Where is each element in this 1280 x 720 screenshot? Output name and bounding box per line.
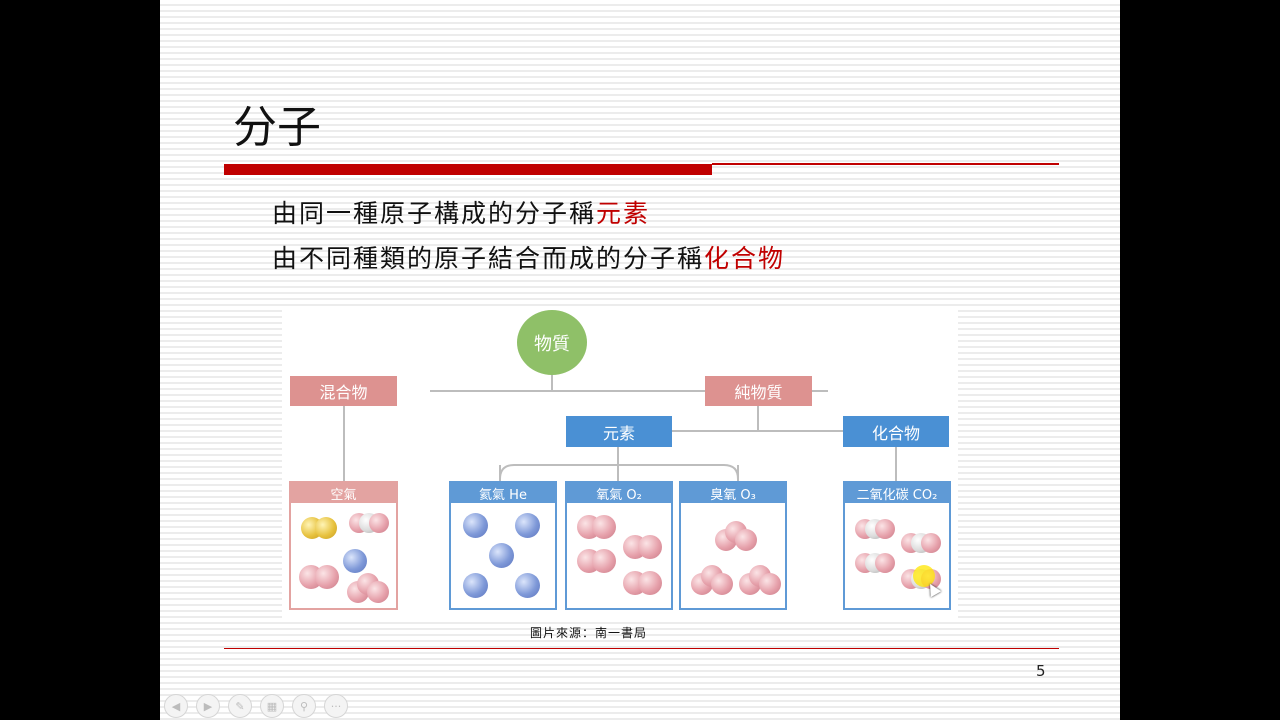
n2-molecule (315, 517, 337, 539)
helium-label: 氦氣 He (451, 483, 555, 503)
co2-label: 二氧化碳 CO₂ (845, 483, 949, 503)
definition-text: 由不同種類的原子結合而成的分子稱 (272, 244, 705, 273)
slide-title: 分子 (233, 102, 321, 153)
previous-icon[interactable]: ◀ (164, 694, 188, 718)
pen-icon[interactable]: ✎ (228, 694, 252, 718)
definition-line-compound: 由不同種類的原子結合而成的分子稱化合物 (272, 239, 785, 275)
element-node: 元素 (566, 416, 672, 447)
co2-molecule (875, 553, 895, 573)
mixture-node: 混合物 (290, 376, 397, 406)
he-atom (343, 549, 367, 573)
highlight-element: 元素 (596, 199, 651, 228)
o3-molecule (735, 529, 757, 551)
slides-icon[interactable]: ▦ (260, 694, 284, 718)
o2-molecule (592, 549, 616, 573)
oxygen-panel: 氧氣 O₂ (565, 481, 673, 610)
pure-substance-node: 純物質 (705, 376, 812, 406)
highlight-compound: 化合物 (704, 244, 786, 273)
ozone-label: 臭氧 O₃ (681, 483, 785, 503)
co2-molecule (875, 519, 895, 539)
o2-molecule (638, 535, 662, 559)
he-atom (463, 573, 488, 598)
o3-molecule (367, 581, 389, 603)
air-panel: 空氣 (289, 481, 398, 610)
next-icon[interactable]: ▶ (196, 694, 220, 718)
he-atom (515, 573, 540, 598)
he-atom (489, 543, 514, 568)
slide: 分子 由同一種原子構成的分子稱元素 由不同種類的原子結合而成的分子稱化合物 物質 (160, 0, 1120, 720)
he-atom (515, 513, 540, 538)
definition-line-element: 由同一種原子構成的分子稱元素 (272, 194, 650, 230)
helium-panel: 氦氣 He (449, 481, 557, 610)
o2-molecule (315, 565, 339, 589)
zoom-icon[interactable]: ⚲ (292, 694, 316, 718)
footer-divider (224, 648, 1059, 649)
matter-node: 物質 (517, 310, 587, 375)
co2-molecule (369, 513, 389, 533)
o3-molecule (759, 573, 781, 595)
o2-molecule (638, 571, 662, 595)
ozone-panel: 臭氧 O₃ (679, 481, 787, 610)
title-underline-thick (224, 164, 712, 175)
title-underline-thin (712, 163, 1059, 165)
slideshow-toolbar: ◀ ▶ ✎ ▦ ⚲ ··· (164, 694, 348, 718)
more-icon[interactable]: ··· (324, 694, 348, 718)
co2-molecule (921, 533, 941, 553)
o2-molecule (592, 515, 616, 539)
o3-molecule (711, 573, 733, 595)
matter-classification-diagram: 物質 混合物 純物質 元素 化合物 空氣 氦氣 He (282, 307, 958, 619)
oxygen-label: 氧氣 O₂ (567, 483, 671, 503)
he-atom (463, 513, 488, 538)
image-source-caption: 圖片來源：南一書局 (530, 626, 648, 640)
compound-node: 化合物 (843, 416, 949, 447)
co2-panel: 二氧化碳 CO₂ (843, 481, 951, 610)
definition-text: 由同一種原子構成的分子稱 (272, 199, 597, 228)
pointer-highlight (913, 565, 935, 587)
air-label: 空氣 (291, 483, 396, 503)
page-number: 5 (1036, 662, 1046, 680)
